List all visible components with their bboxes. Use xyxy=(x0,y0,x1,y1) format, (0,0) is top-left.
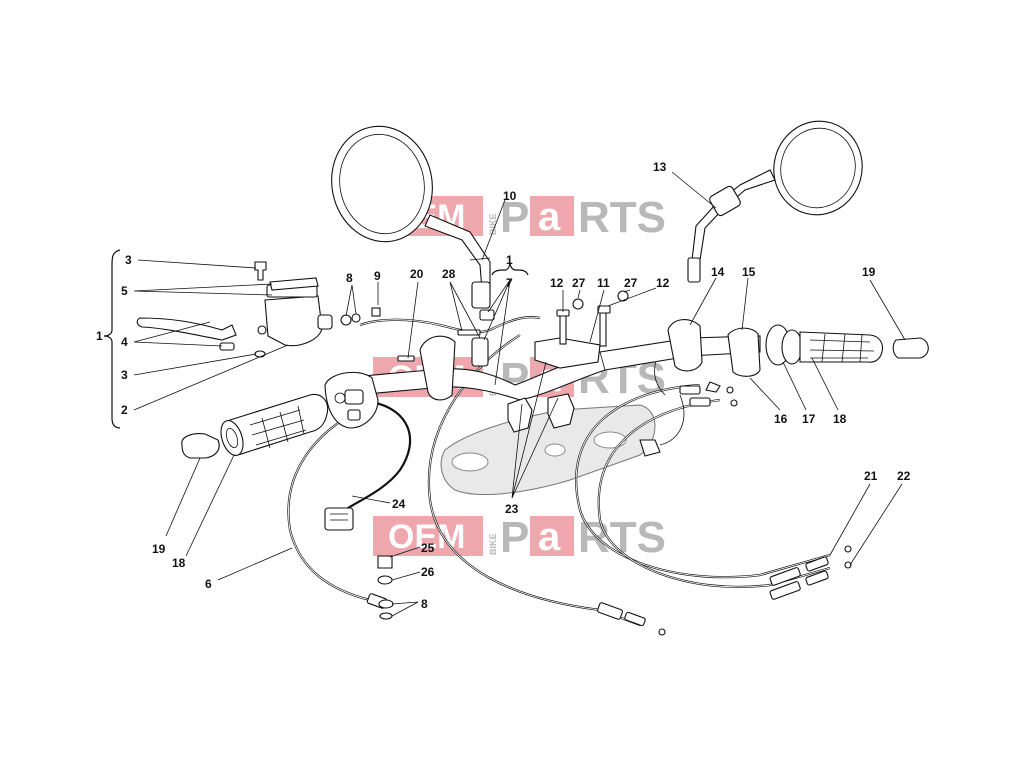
small-screws-left xyxy=(219,261,267,358)
master-cylinder xyxy=(264,277,381,347)
right-mirror xyxy=(687,120,863,283)
right-switch xyxy=(667,319,761,393)
watermark-a: a xyxy=(538,195,561,239)
callout-22: 22 xyxy=(897,469,911,483)
clutch-lever xyxy=(136,317,237,341)
left-mirror xyxy=(331,125,491,309)
triple-clamp xyxy=(440,404,656,495)
callout-3-a: 3 xyxy=(125,253,132,267)
callout-18-left: 18 xyxy=(172,556,186,570)
callout-28: 28 xyxy=(442,267,456,281)
callout-8-a: 8 xyxy=(346,271,353,285)
right-grip xyxy=(765,324,884,366)
connector-left xyxy=(324,507,354,531)
callout-14: 14 xyxy=(711,265,725,279)
callout-24: 24 xyxy=(392,497,406,511)
callout-4: 4 xyxy=(121,335,128,349)
callout-20: 20 xyxy=(410,267,424,281)
callout-21: 21 xyxy=(864,469,878,483)
callout-23: 23 xyxy=(505,502,519,516)
callout-7: 7 xyxy=(506,276,513,290)
watermark-top: OEM BIKE P a RTS xyxy=(373,193,666,242)
callout-27-b: 27 xyxy=(624,276,638,290)
callout-1-left: 1 xyxy=(96,329,103,343)
callout-6: 6 xyxy=(205,577,212,591)
watermark-bike: BIKE xyxy=(488,213,498,235)
callout-27-a: 27 xyxy=(572,276,586,290)
watermark-bottom: OEM BIKE P a RTS xyxy=(373,513,666,562)
callout-2: 2 xyxy=(121,403,128,417)
left-grip xyxy=(220,393,329,456)
callout-17: 17 xyxy=(802,412,816,426)
callout-12-b: 12 xyxy=(656,276,670,290)
left-end-cap xyxy=(181,433,220,459)
watermark-rts: RTS xyxy=(578,193,666,242)
callout-9: 9 xyxy=(374,269,381,283)
callout-8-b: 8 xyxy=(421,597,428,611)
watermark-a: a xyxy=(538,515,561,559)
right-end-cap xyxy=(892,337,929,359)
callout-13: 13 xyxy=(653,160,667,174)
callouts: 1 3 5 4 3 2 8 9 20 28 1 7 10 12 27 11 27… xyxy=(96,160,911,611)
leader-lines xyxy=(103,171,906,617)
watermark-p: P xyxy=(500,513,529,562)
center-parts xyxy=(397,290,629,433)
callout-25: 25 xyxy=(421,541,435,555)
callout-5: 5 xyxy=(121,284,128,298)
cable-fittings xyxy=(366,385,852,636)
callout-12-a: 12 xyxy=(550,276,564,290)
callout-19-right: 19 xyxy=(862,265,876,279)
callout-18-right: 18 xyxy=(833,412,847,426)
callout-3-b: 3 xyxy=(121,368,128,382)
callout-19-left: 19 xyxy=(152,542,166,556)
callout-15: 15 xyxy=(742,265,756,279)
callout-10: 10 xyxy=(503,189,517,203)
callout-26: 26 xyxy=(421,565,435,579)
watermark-bike: BIKE xyxy=(488,533,498,555)
left-switch xyxy=(324,371,379,429)
callout-1-top: 1 xyxy=(506,253,513,267)
small-parts-bottom xyxy=(377,555,394,620)
callout-16: 16 xyxy=(774,412,788,426)
callout-11: 11 xyxy=(597,276,610,290)
